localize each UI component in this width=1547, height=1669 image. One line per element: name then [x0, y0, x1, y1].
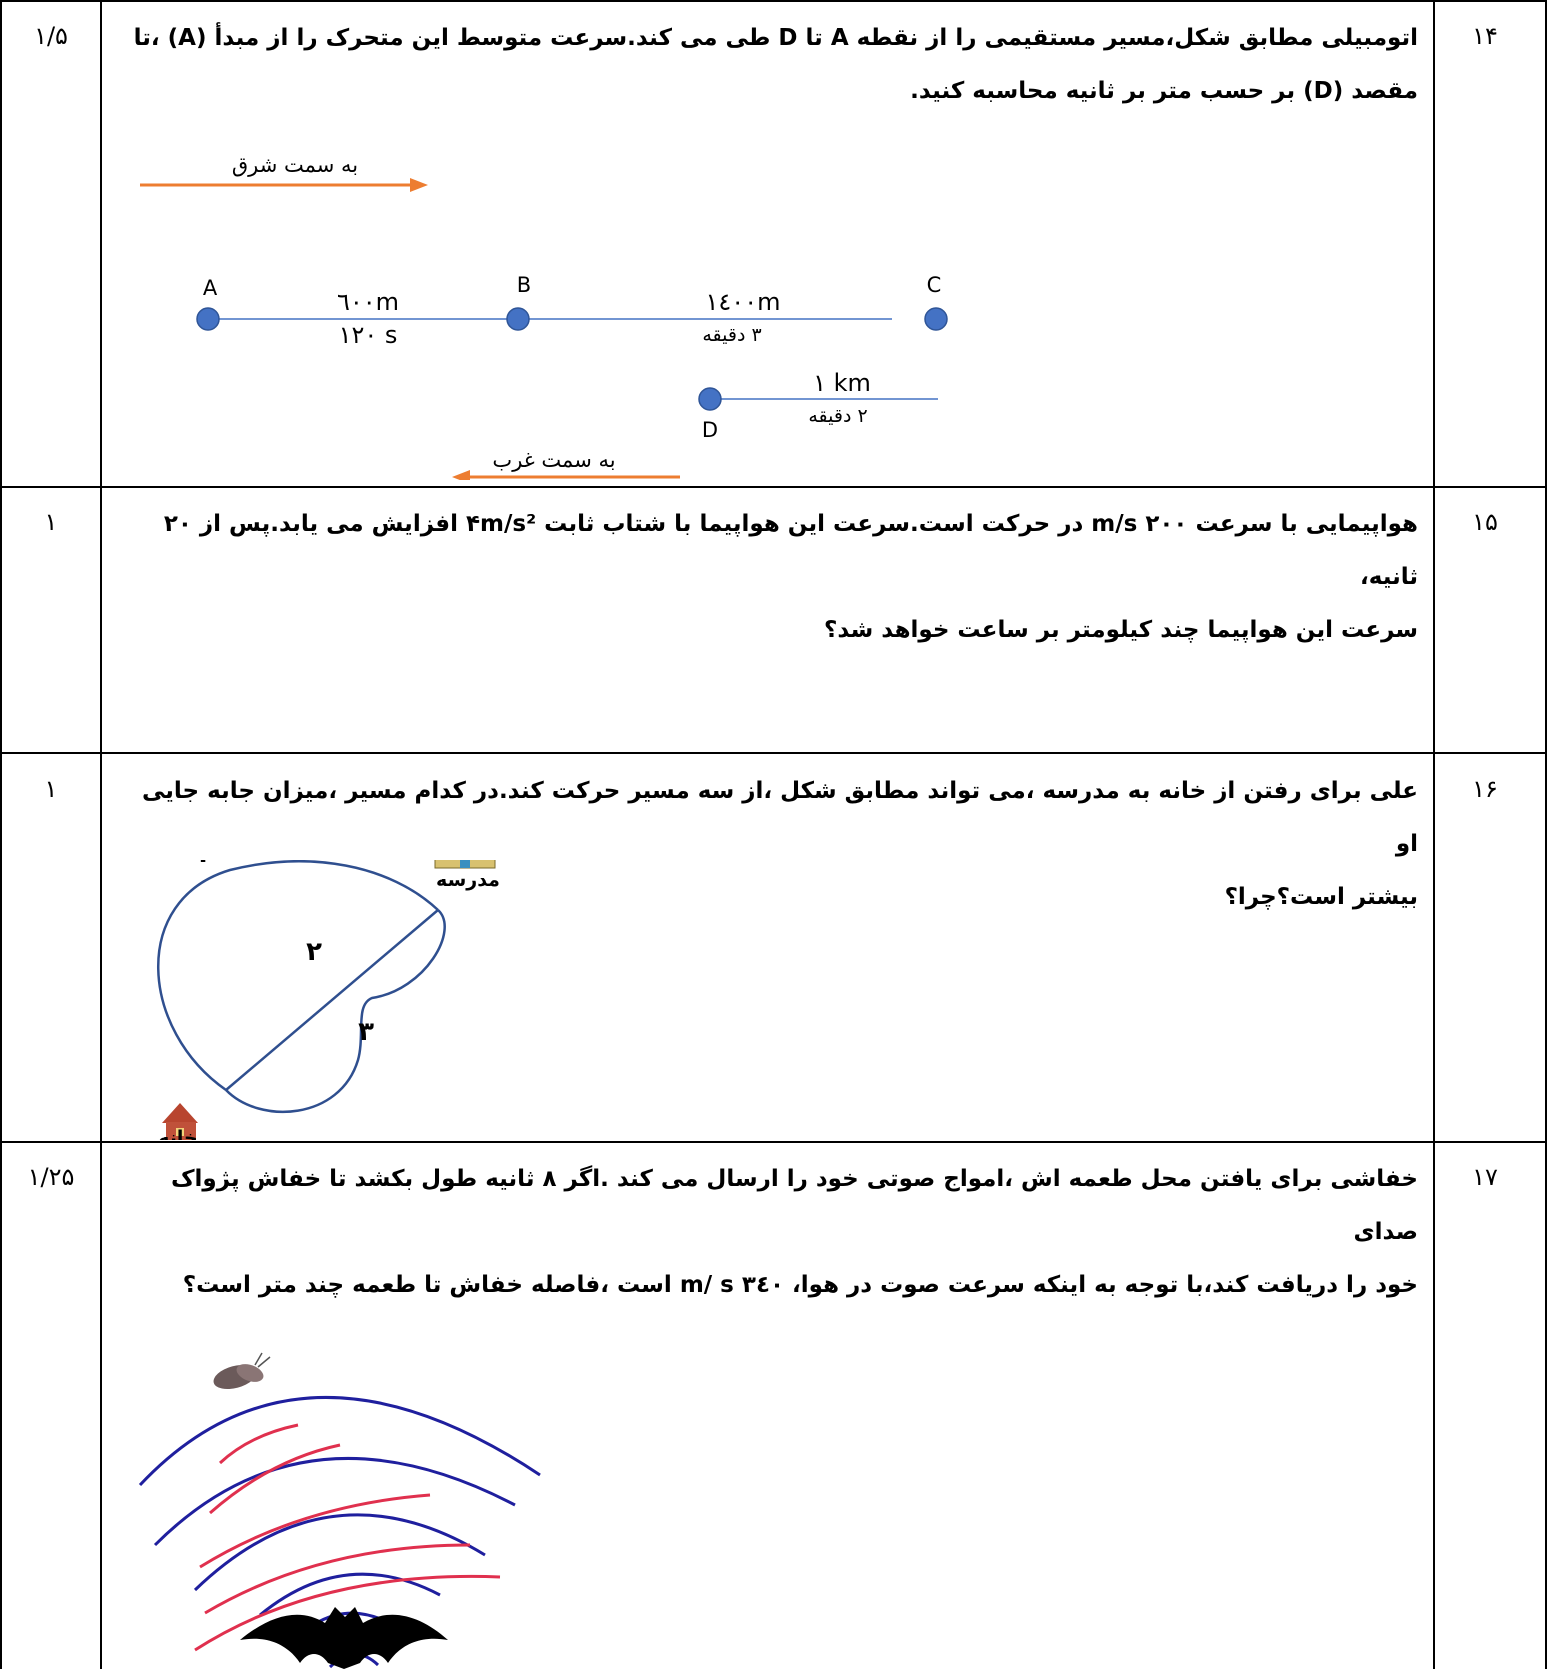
- question-line: مقصد (D) بر حسب متر بر ثانیه محاسبه کنید…: [910, 78, 1418, 104]
- motion-path-diagram: به سمت شرق A B C ٦٠٠m ١٢٠ s ١٤٠٠m ۳ دقیق…: [140, 153, 948, 480]
- bc-time-label: ۳ دقیقه: [702, 324, 761, 346]
- point-a-marker: [196, 307, 220, 331]
- question-text: اتومبیلی مطابق شکل،مسیر مستقیمی را از نق…: [130, 12, 1418, 118]
- point-b-marker: [506, 307, 530, 331]
- route-2-path: [225, 909, 439, 1091]
- question-score: ۱/۲۵: [27, 1163, 75, 1191]
- echo-wave-red: [218, 1423, 299, 1465]
- table-border-right: [1545, 0, 1547, 1669]
- route-1-path: [157, 860, 439, 1092]
- west-arrow-head: [452, 470, 470, 480]
- question-score: ۱: [44, 508, 58, 536]
- school-label: مدرسه: [436, 869, 500, 891]
- route-1-label: ۱: [194, 860, 210, 869]
- table-border-left: [0, 0, 2, 1669]
- echo-wave-red: [209, 1443, 341, 1515]
- question-number: ۱۴: [1472, 22, 1498, 50]
- question-line: سرعت این هواپیما چند کیلومتر بر ساعت خوا…: [824, 617, 1418, 643]
- route-3-label: ۳: [358, 1017, 374, 1047]
- sound-wave-blue: [138, 1396, 541, 1487]
- question-text: خفاشی برای یافتن محل طعمه اش ،امواج صوتی…: [130, 1153, 1418, 1312]
- sound-wave-blue: [259, 1572, 441, 1617]
- point-d-label: D: [702, 418, 718, 442]
- row-divider: [0, 1141, 1547, 1143]
- home-label: خانه: [158, 1127, 197, 1140]
- east-label: به سمت شرق: [232, 153, 358, 177]
- bc-distance-label: ١٤٠٠m: [706, 288, 781, 316]
- question-text: هواپیمایی با سرعت ۲۰۰ m/s در حرکت است.سر…: [130, 498, 1418, 657]
- route-3-path: [225, 909, 446, 1114]
- moth-icon: [213, 1352, 271, 1390]
- row-divider: [0, 752, 1547, 754]
- column-divider: [1433, 0, 1435, 1669]
- question-number: ۱۶: [1472, 775, 1498, 803]
- question-text: علی برای رفتن از خانه به مدرسه ،می تواند…: [130, 765, 1418, 924]
- row-divider: [0, 486, 1547, 488]
- route-2-label: ۲: [306, 937, 322, 967]
- echo-wave-red: [199, 1493, 431, 1569]
- ab-time-label: ١٢٠ s: [339, 321, 398, 349]
- table-border-top: [0, 0, 1547, 2]
- west-label: به سمت غرب: [492, 448, 615, 472]
- bat-echolocation-diagram: [138, 1352, 541, 1669]
- point-d-marker: [698, 387, 722, 411]
- point-c-marker: [924, 307, 948, 331]
- echo-wave-red: [194, 1574, 501, 1652]
- school-icon: [434, 860, 496, 869]
- sound-wave-blue: [193, 1513, 486, 1592]
- question-score: ۱: [44, 775, 58, 803]
- home-icon: [162, 1103, 198, 1140]
- question-score: ۱/۵: [34, 22, 68, 50]
- routes-diagram: ۱ ۲ ۳ مدرسه خانه: [157, 860, 500, 1140]
- point-c-label: C: [927, 273, 942, 297]
- question-line: بیشتر است؟چرا؟: [1224, 884, 1418, 910]
- question-line: اتومبیلی مطابق شکل،مسیر مستقیمی را از نق…: [133, 25, 1418, 51]
- question-number: ۱۵: [1472, 508, 1498, 536]
- east-arrow-head: [410, 178, 428, 192]
- question-line: خفاشی برای یافتن محل طعمه اش ،امواج صوتی…: [170, 1166, 1418, 1245]
- point-b-label: B: [517, 273, 531, 297]
- question-line: علی برای رفتن از خانه به مدرسه ،می تواند…: [142, 778, 1418, 857]
- point-a-label: A: [203, 276, 218, 300]
- cd-time-label: ۲ دقیقه: [808, 405, 867, 427]
- echo-wave-red: [204, 1543, 471, 1615]
- sound-wave-blue: [153, 1456, 516, 1547]
- bat-icon: [240, 1607, 448, 1669]
- ab-distance-label: ٦٠٠m: [337, 288, 399, 316]
- cd-distance-label: ۱ km: [813, 369, 871, 397]
- column-divider: [100, 0, 102, 1669]
- question-number: ۱۷: [1472, 1163, 1498, 1191]
- question-line: هواپیمایی با سرعت ۲۰۰ m/s در حرکت است.سر…: [163, 511, 1418, 590]
- question-line: خود را دریافت کند،با توجه به اینکه سرعت …: [182, 1272, 1418, 1298]
